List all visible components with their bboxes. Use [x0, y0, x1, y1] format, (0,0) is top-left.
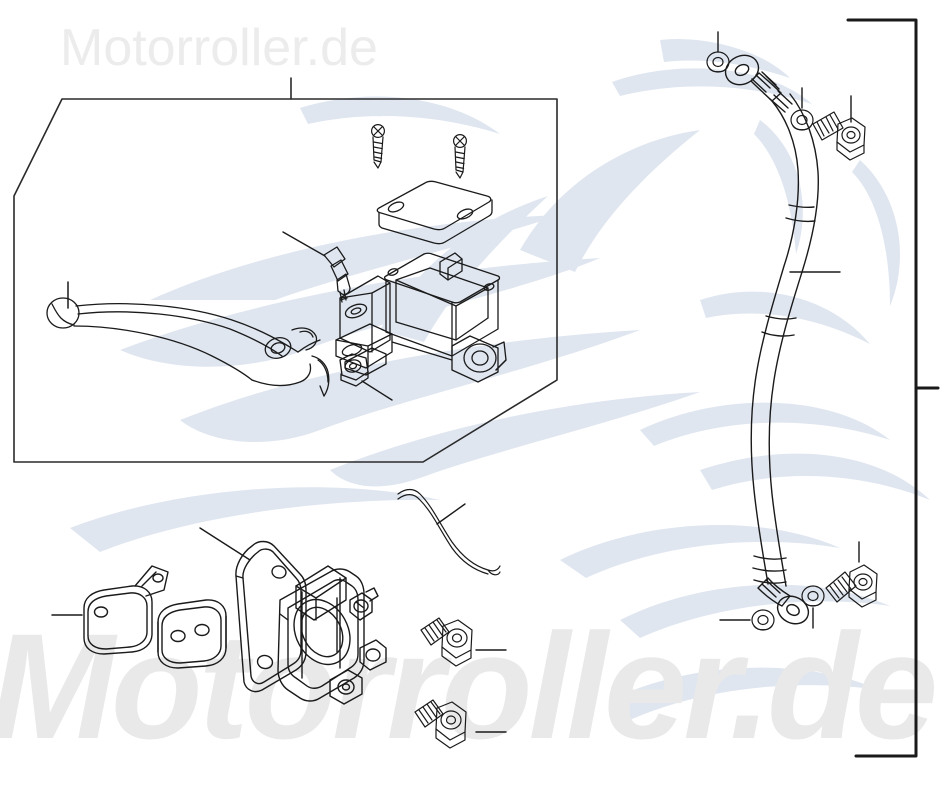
leader-caliper-mounting-bracket	[199, 527, 251, 561]
leader-pad-retaining-spring	[436, 503, 466, 525]
banjo-bolt-lower	[825, 541, 878, 608]
brake-lever	[46, 281, 330, 397]
watermark-text-top: Motorroller.de	[60, 19, 378, 77]
lever-pivot-nut	[339, 353, 393, 401]
banjo-washer-upper	[706, 31, 730, 73]
master-cylinder-body	[335, 252, 507, 383]
caliper-bolt-upper	[420, 617, 507, 667]
banjo-washer-lower	[719, 609, 775, 631]
master-cylinder-group-box	[13, 77, 558, 463]
caliper-mounting-bracket	[199, 527, 307, 693]
brake-caliper-body	[277, 565, 387, 705]
brake-hose-group-bracket	[846, 18, 940, 758]
reservoir-cap-plate	[376, 180, 493, 245]
leader-lever-pivot-nut	[361, 380, 393, 401]
leader-brake-light-switch	[282, 231, 326, 257]
banjo-washer-lower-2	[801, 585, 825, 629]
pad-retaining-spring	[397, 488, 501, 576]
banjo-bolt-upper	[812, 95, 866, 161]
brake-pad-outer	[51, 565, 169, 655]
cap-screw-right	[453, 134, 468, 179]
cap-screw-left	[371, 123, 386, 169]
brake-light-switch	[282, 231, 351, 303]
brake-pad-inner	[157, 599, 227, 669]
brake-hose	[724, 54, 841, 625]
watermark-text-bottom: Motorroller.de	[0, 602, 938, 770]
banjo-washer-upper-2	[790, 87, 814, 131]
caliper-bolt-lower	[414, 699, 507, 749]
